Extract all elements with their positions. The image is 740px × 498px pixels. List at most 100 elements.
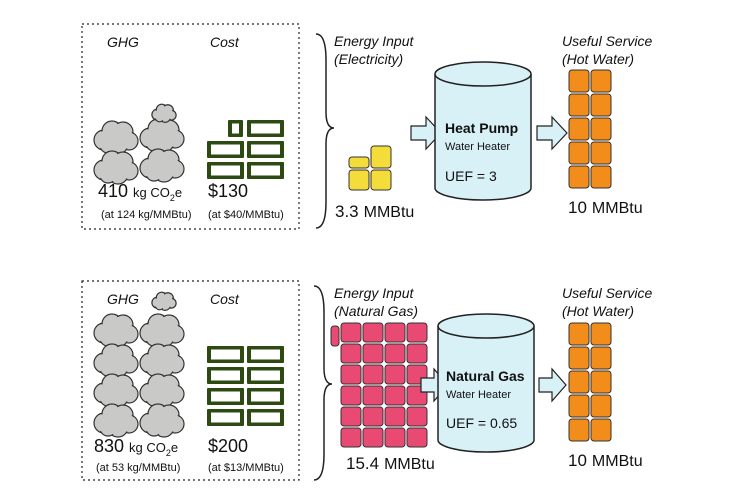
energy-block-icon — [362, 406, 384, 427]
output-arrow-icon — [536, 115, 568, 151]
cash-bill-icon — [247, 409, 284, 426]
output-title: Useful Service — [562, 285, 652, 301]
input-title: Energy Input — [334, 33, 414, 49]
energy-block-icon — [568, 93, 590, 117]
energy-block-icon — [590, 141, 612, 165]
energy-block-icon — [568, 322, 590, 346]
energy-block-icon — [362, 427, 384, 448]
energy-block-icon — [340, 322, 362, 343]
uef-value: UEF = 0.65 — [446, 415, 517, 431]
energy-block-icon — [568, 394, 590, 418]
energy-block-icon — [590, 322, 612, 346]
cash-bill-icon — [207, 346, 244, 363]
electricity-input-blocks — [348, 145, 392, 191]
uef-value: UEF = 3 — [445, 168, 497, 184]
cash-bill-icon — [207, 409, 244, 426]
cloud-icon — [151, 103, 177, 123]
energy-block-icon — [406, 322, 428, 343]
output-title: Useful Service — [562, 33, 652, 49]
input-title: Energy Input — [334, 285, 414, 301]
energy-block-icon — [362, 385, 384, 406]
cost-header: Cost — [210, 291, 240, 307]
energy-block-icon — [568, 370, 590, 394]
energy-block-icon — [590, 93, 612, 117]
cash-bill-icon — [247, 367, 284, 384]
cloud-icon — [93, 403, 139, 438]
cash-bill-icon — [247, 388, 284, 405]
cost-rate: (at $13/MMBtu) — [208, 462, 284, 474]
cost-value: $130 — [208, 181, 248, 201]
curly-brace-icon — [313, 285, 333, 481]
cloud-icon — [93, 343, 139, 378]
energy-block-icon — [362, 343, 384, 364]
energy-block-icon — [590, 346, 612, 370]
emissions-cost-box — [81, 23, 300, 230]
energy-block-icon — [340, 406, 362, 427]
energy-block-icon — [348, 169, 370, 191]
heater-name: Natural Gas — [446, 368, 525, 384]
energy-block-icon — [384, 364, 406, 385]
energy-block-icon — [568, 117, 590, 141]
energy-block-icon — [340, 364, 362, 385]
cash-bill-icon — [228, 120, 243, 137]
energy-block-icon — [362, 364, 384, 385]
energy-block-icon — [568, 69, 590, 93]
hot-water-output-blocks — [568, 69, 612, 189]
ghg-rate: (at 124 kg/MMBtu) — [101, 209, 191, 221]
ghg-rate: (at 53 kg/MMBtu) — [96, 462, 180, 474]
heater-type: Water Heater — [446, 389, 511, 401]
cash-bill-icon — [247, 162, 284, 179]
output-arrow-icon — [538, 367, 567, 403]
input-arrow-icon — [410, 115, 442, 151]
emissions-cost-box — [81, 280, 300, 481]
energy-block-icon — [406, 343, 428, 364]
energy-block-icon — [568, 346, 590, 370]
energy-block-icon — [590, 370, 612, 394]
cash-bill-icon — [247, 120, 284, 137]
ghg-cloud-icons — [93, 291, 185, 438]
energy-block-icon — [362, 322, 384, 343]
energy-block-icon — [384, 406, 406, 427]
cloud-icon — [139, 403, 185, 438]
ghg-header: GHG — [107, 34, 139, 50]
cash-bill-icon — [247, 346, 284, 363]
ghg-cloud-icons — [93, 103, 185, 185]
energy-block-icon — [406, 427, 428, 448]
energy-block-icon — [590, 117, 612, 141]
input-subtitle: (Electricity) — [334, 51, 403, 67]
cost-cash-icons — [207, 346, 284, 426]
heater-name: Heat Pump — [445, 120, 518, 136]
energy-block-icon — [406, 406, 428, 427]
energy-block-icon — [340, 385, 362, 406]
cloud-icon — [93, 150, 139, 185]
natural-gas-tank-icon — [437, 313, 535, 453]
energy-block-icon — [590, 165, 612, 189]
energy-block-icon — [568, 418, 590, 442]
energy-block-icon — [384, 385, 406, 406]
energy-block-icon — [568, 141, 590, 165]
hot-water-output-blocks — [568, 322, 612, 442]
cloud-icon — [139, 148, 185, 183]
output-subtitle: (Hot Water) — [562, 51, 634, 67]
cloud-icon — [93, 120, 139, 155]
heat-pump-tank-icon — [434, 61, 532, 201]
energy-block-icon — [348, 156, 370, 169]
cloud-icon — [139, 343, 185, 378]
input-subtitle: (Natural Gas) — [334, 303, 418, 319]
energy-block-icon — [590, 394, 612, 418]
cost-rate: (at $40/MMBtu) — [208, 209, 284, 221]
cloud-icon — [93, 313, 139, 348]
cloud-icon — [139, 313, 185, 348]
energy-block-icon — [330, 325, 340, 347]
ghg-header: GHG — [107, 291, 139, 307]
cash-bill-icon — [207, 367, 244, 384]
cloud-icon — [151, 291, 177, 311]
